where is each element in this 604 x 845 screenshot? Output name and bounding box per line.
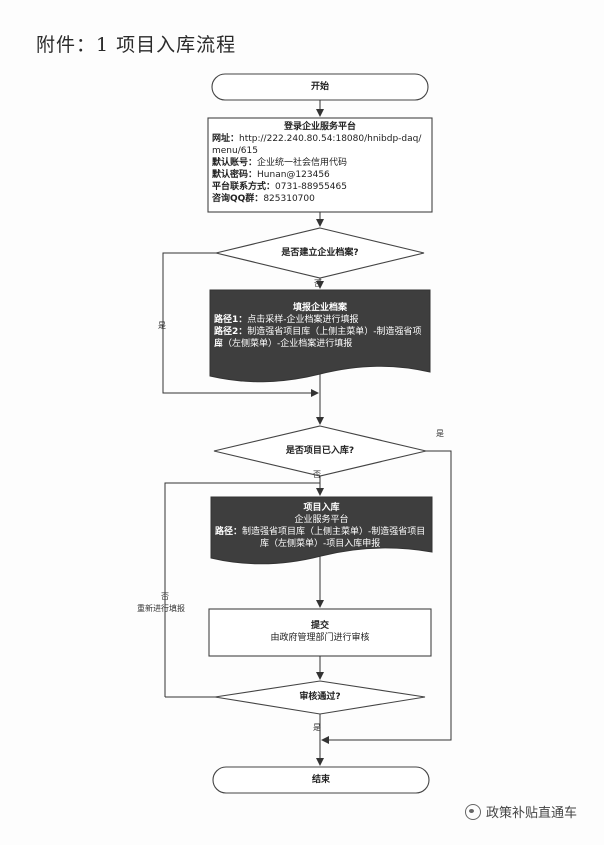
connector-d1-yes: [162, 252, 319, 397]
login-phone-label: 平台联系方式：: [212, 182, 276, 192]
decision-project-label: 是否项目已入库?: [285, 446, 355, 456]
watermark-text: 政策补贴直通车: [486, 806, 578, 821]
login-url-row: 网址：http://222.240.80.54:18080/hnibdp-daq…: [212, 133, 430, 145]
start-label: 开始: [310, 82, 329, 92]
watermark: 政策补贴直通车: [465, 802, 577, 821]
decision-profile-yes: 是: [158, 321, 166, 330]
project-path: 路径：制造强省项目库（上侧主菜单）-制造强省项目: [215, 526, 430, 538]
profile-path1-text: 点击采样-企业档案进行填报: [247, 315, 359, 325]
login-phone-row: 平台联系方式：0731-88955465: [212, 181, 347, 193]
page-title: 附件：1 项目入库流程: [36, 34, 237, 56]
submit-title: 提交: [310, 621, 329, 631]
login-qq-value: 825310700: [263, 194, 315, 204]
login-password-value: Hunan@123456: [257, 170, 330, 180]
login-password-row: 默认密码：Hunan@123456: [212, 169, 330, 181]
project-box: [210, 496, 433, 565]
submit-box: [208, 608, 432, 657]
login-url-value: http://222.240.80.54:18080/hnibdp-daq/: [239, 134, 422, 144]
decision-profile-no: 否: [314, 279, 322, 288]
profile-path1: 路径1：点击采样-企业档案进行填报: [214, 314, 428, 326]
profile-path2-text-2: 库（左侧菜单）-企业档案进行填报: [214, 339, 353, 349]
decision-review-yes: 是: [313, 723, 321, 732]
login-url-label: 网址：: [212, 134, 240, 144]
decision-review-no-note: 重新进行填报: [137, 604, 185, 613]
profile-path2: 路径2：制造强省项目库（上侧主菜单）-制造强省项目: [214, 326, 428, 350]
profile-path2-text: 制造强省项目库（上侧主菜单）-制造强省项目: [214, 327, 422, 349]
login-url-value-2: menu/615: [212, 146, 258, 156]
login-title: 登录企业服务平台: [283, 122, 356, 132]
project-path-text: 制造强省项目库（上侧主菜单）-制造强省项目: [242, 527, 426, 537]
decision-review-label: 审核通过?: [299, 692, 341, 702]
project-subtitle: 企业服务平台: [294, 515, 349, 525]
decision-project-yes: 是: [436, 429, 444, 438]
login-qq-label: 咨询QQ群：: [212, 194, 264, 204]
wechat-icon: [465, 803, 481, 820]
project-title: 项目入库: [303, 503, 340, 513]
login-account-value: 企业统一社会信用代码: [257, 158, 348, 168]
end-terminator: [212, 766, 430, 794]
project-path-text-2: 库（左侧菜单）-项目入库申报: [260, 539, 381, 549]
login-phone-value: 0731-88955465: [275, 182, 347, 192]
submit-subtitle: 由政府管理部门进行审核: [270, 633, 370, 643]
profile-box: [209, 289, 431, 383]
login-box: [207, 117, 433, 213]
login-qq-row: 咨询QQ群：825310700: [212, 193, 315, 205]
project-path-label: 路径：: [215, 527, 243, 537]
login-password-label: 默认密码：: [212, 170, 258, 180]
profile-path2-label: 路径2：: [214, 327, 248, 337]
decision-project-no: 否: [313, 470, 321, 479]
login-account-row: 默认账号：企业统一社会信用代码: [212, 157, 347, 169]
connector-retry-loop: [164, 482, 320, 697]
decision-profile-label: 是否建立企业档案?: [281, 248, 359, 258]
decision-review-no: 否: [161, 592, 169, 601]
end-label: 结束: [311, 775, 330, 785]
login-account-label: 默认账号：: [212, 158, 258, 168]
profile-path1-label: 路径1：: [214, 315, 248, 325]
profile-title: 填报企业档案: [292, 303, 347, 313]
connector-d2-yes: [321, 450, 452, 744]
